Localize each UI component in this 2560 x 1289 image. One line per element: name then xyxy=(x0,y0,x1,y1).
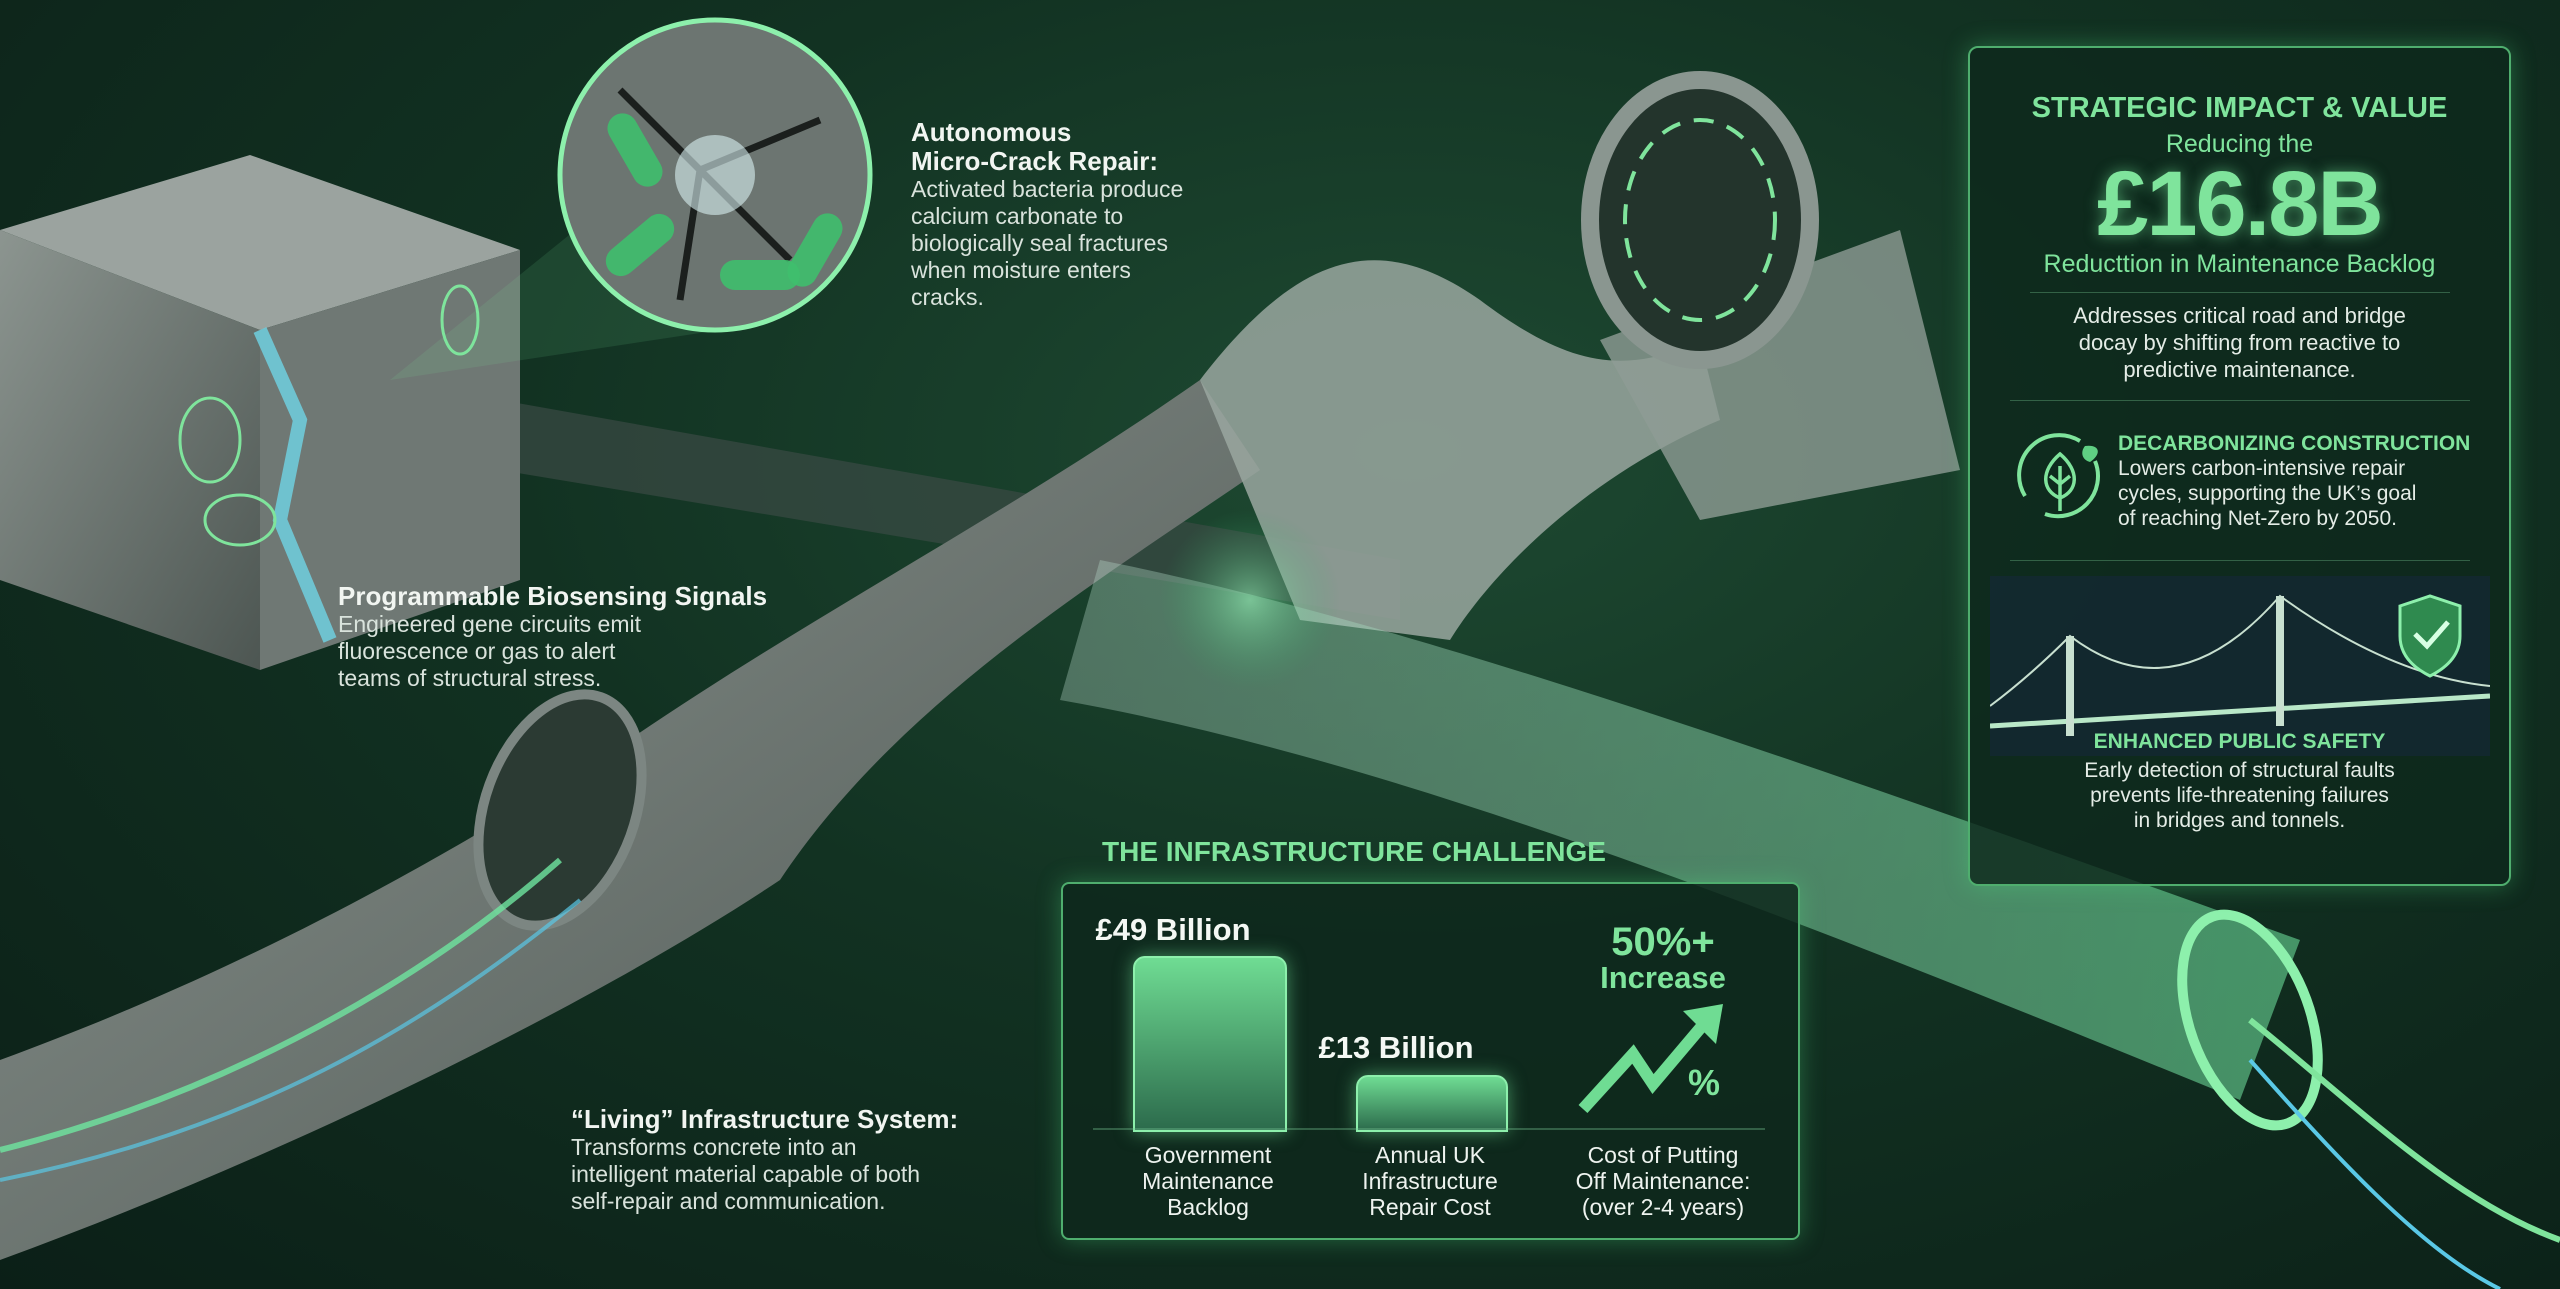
decarb-line: Lowers carbon-intensive repair xyxy=(2118,457,2406,480)
magnified-crack-circle xyxy=(557,17,873,333)
decarbonizing-section: DECARBONIZING CONSTRUCTION Lowers carbon… xyxy=(2118,432,2498,531)
safety-line: in bridges and tonnels. xyxy=(2133,809,2346,832)
increase-value: 50%+ xyxy=(1611,920,1715,964)
percent-symbol: % xyxy=(1688,1062,1721,1103)
label-line: Cost of Putting xyxy=(1587,1142,1739,1168)
caption-line: Activated bacteria produce xyxy=(911,176,1184,202)
safety-line: prevents life-threatening failures xyxy=(2090,784,2389,807)
bar-backlog xyxy=(1133,956,1287,1132)
label-line: Repair Cost xyxy=(1369,1194,1491,1220)
decarb-title: DECARBONIZING CONSTRUCTION xyxy=(2118,432,2471,455)
biosensing-caption: Programmable Biosensing Signals Engineer… xyxy=(338,582,798,692)
strategic-subtitle: Reducing the xyxy=(2165,130,2314,158)
caption-line: fluorescence or gas to alert xyxy=(338,638,616,664)
label-line: Maintenance xyxy=(1142,1168,1274,1194)
label-line: Annual UK xyxy=(1375,1142,1485,1168)
strategic-amount: £16.8B xyxy=(2097,153,2384,255)
description-line: predictive maintenance. xyxy=(2123,357,2356,382)
living-infrastructure-caption: “Living” Infrastructure System: Transfor… xyxy=(571,1105,1011,1215)
label-line: Off Maintenance: xyxy=(1575,1168,1751,1194)
caption-line: self-repair and communication. xyxy=(571,1188,886,1214)
description-line: Addresses critical road and bridge xyxy=(2073,303,2406,328)
label-line: Government xyxy=(1144,1142,1272,1168)
caption-line: teams of structural stress. xyxy=(338,665,602,691)
strategic-impact-panel: STRATEGIC IMPACT & VALUE Reducing the £1… xyxy=(1968,46,2511,886)
suspension-bridge-image xyxy=(1990,576,2490,756)
label-backlog: Government Maintenance Backlog xyxy=(1098,1142,1318,1220)
caption-line: calcium carbonate to xyxy=(911,203,1124,229)
decarb-line: cycles, supporting the UK’s goal xyxy=(2118,482,2417,505)
micro-crack-title-line1: Autonomous xyxy=(911,117,1072,147)
living-title: “Living” Infrastructure System: xyxy=(571,1104,959,1134)
label-deferral-cost: Cost of Putting Off Maintenance: (over 2… xyxy=(1553,1142,1773,1220)
safety-title: ENHANCED PUBLIC SAFETY xyxy=(2093,730,2386,753)
caption-line: Transforms concrete into an xyxy=(571,1134,857,1160)
label-line: Backlog xyxy=(1167,1194,1249,1220)
caption-line: when moisture enters xyxy=(911,257,1131,283)
concrete-to-glass-tube xyxy=(0,71,2560,1289)
biosensing-title: Programmable Biosensing Signals xyxy=(338,581,768,611)
micro-crack-title-line2: Micro-Crack Repair: xyxy=(911,146,1159,176)
label-line: Infrastructure xyxy=(1362,1168,1498,1194)
strategic-amount-caption: Reducttion in Maintenance Backlog xyxy=(2043,250,2436,278)
caption-line: intelligent material capable of both xyxy=(571,1161,921,1187)
caption-line: cracks. xyxy=(911,284,984,310)
concrete-block xyxy=(0,155,520,670)
public-safety-section: ENHANCED PUBLIC SAFETY Early detection o… xyxy=(1970,730,2509,833)
description-line: docay by shifting from reactive to xyxy=(2078,330,2401,355)
micro-crack-repair-caption: Autonomous Micro-Crack Repair: Activated… xyxy=(911,118,1271,311)
strategic-title: STRATEGIC IMPACT & VALUE xyxy=(2031,92,2448,124)
caption-line: Engineered gene circuits emit xyxy=(338,611,641,637)
caption-line: biologically seal fractures xyxy=(911,230,1168,256)
shield-check-icon xyxy=(2398,594,2462,678)
label-repair-cost: Annual UK Infrastructure Repair Cost xyxy=(1320,1142,1540,1220)
decarb-line: of reaching Net-Zero by 2050. xyxy=(2118,507,2397,530)
trend-up-arrow-icon xyxy=(1578,1004,1723,1114)
safety-line: Early detection of structural faults xyxy=(2084,759,2395,782)
label-line: (over 2-4 years) xyxy=(1581,1194,1745,1220)
strategic-description: Addresses critical road and bridge docay… xyxy=(1970,302,2509,383)
increase-label: Increase xyxy=(1600,960,1726,995)
challenge-title: THE INFRASTRUCTURE CHALLENGE xyxy=(1102,836,1606,867)
infrastructure-challenge-chart: £49 Billion £13 Billion 50%+ Increase % … xyxy=(1061,882,1800,1240)
bar-value-repair-cost: £13 Billion xyxy=(1318,1030,1474,1065)
bar-repair-cost xyxy=(1356,1074,1508,1132)
bar-value-backlog: £49 Billion xyxy=(1095,912,1251,947)
leaf-cycle-icon xyxy=(2017,433,2100,519)
